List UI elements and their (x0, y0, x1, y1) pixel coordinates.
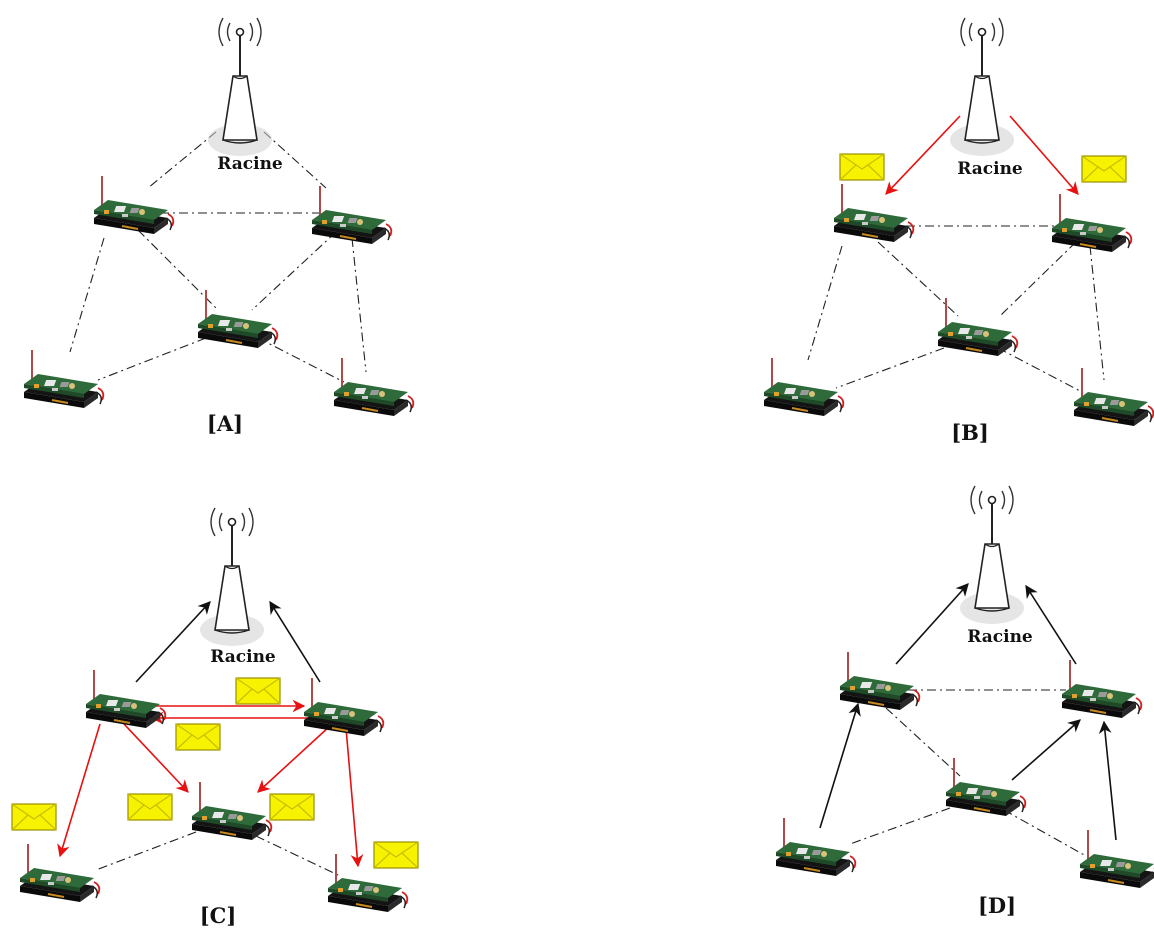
root-label: Racine (957, 159, 1023, 179)
envelope-icon (839, 153, 885, 181)
message-arrows (57, 699, 364, 868)
sensor-node-icon (23, 349, 105, 409)
sensor-node-icon (763, 357, 845, 417)
envelope-icon (373, 841, 419, 869)
radio-links (807, 225, 1105, 393)
root-tower-icon (199, 507, 265, 647)
sensor-node-icon (775, 817, 857, 877)
panel-d: Racine [D] (775, 485, 1154, 918)
sensor-node-icon (1079, 829, 1154, 889)
panel-label: [A] (207, 411, 243, 436)
message-arrows (885, 115, 1079, 195)
sensor-node-icon (833, 183, 915, 243)
sensor-node-icon (945, 757, 1027, 817)
panel-b: Racine [B] (763, 17, 1154, 445)
sensor-node-icon (19, 843, 101, 903)
ack-arrows (135, 600, 321, 683)
sensor-node-icon (197, 289, 279, 349)
envelope-icon (11, 803, 57, 831)
sensor-node-icon (1051, 193, 1133, 253)
radio-links (849, 689, 1087, 857)
root-tower-icon (207, 17, 273, 157)
panel-label: [B] (951, 420, 989, 445)
sensor-node-icon (1073, 367, 1154, 427)
envelope-icon (269, 793, 315, 821)
root-label: Racine (210, 647, 276, 667)
panel-label: [C] (200, 903, 237, 928)
sensor-node-icon (93, 175, 175, 235)
root-tower-icon (949, 17, 1015, 157)
envelope-icon (127, 793, 173, 821)
sensor-node-icon (937, 297, 1019, 357)
sensor-node-icon (303, 677, 385, 737)
envelope-icon (175, 723, 221, 751)
sensor-node-icon (85, 669, 167, 729)
root-label: Racine (967, 627, 1033, 647)
envelope-icon (1081, 155, 1127, 183)
sensor-node-icon (1061, 659, 1143, 719)
root-label: Racine (217, 154, 283, 174)
radio-links (69, 131, 367, 383)
panel-a: Racine [A] (23, 17, 415, 436)
root-tower-icon (959, 485, 1025, 625)
sensor-node-icon (333, 357, 415, 417)
ack-arrows (819, 583, 1117, 841)
panel-c: Racine [C] (11, 507, 419, 928)
envelope-icon (235, 677, 281, 705)
radio-links (95, 831, 341, 877)
sensor-node-icon (311, 185, 393, 245)
panel-label: [D] (978, 893, 1016, 918)
sensor-node-icon (839, 651, 921, 711)
